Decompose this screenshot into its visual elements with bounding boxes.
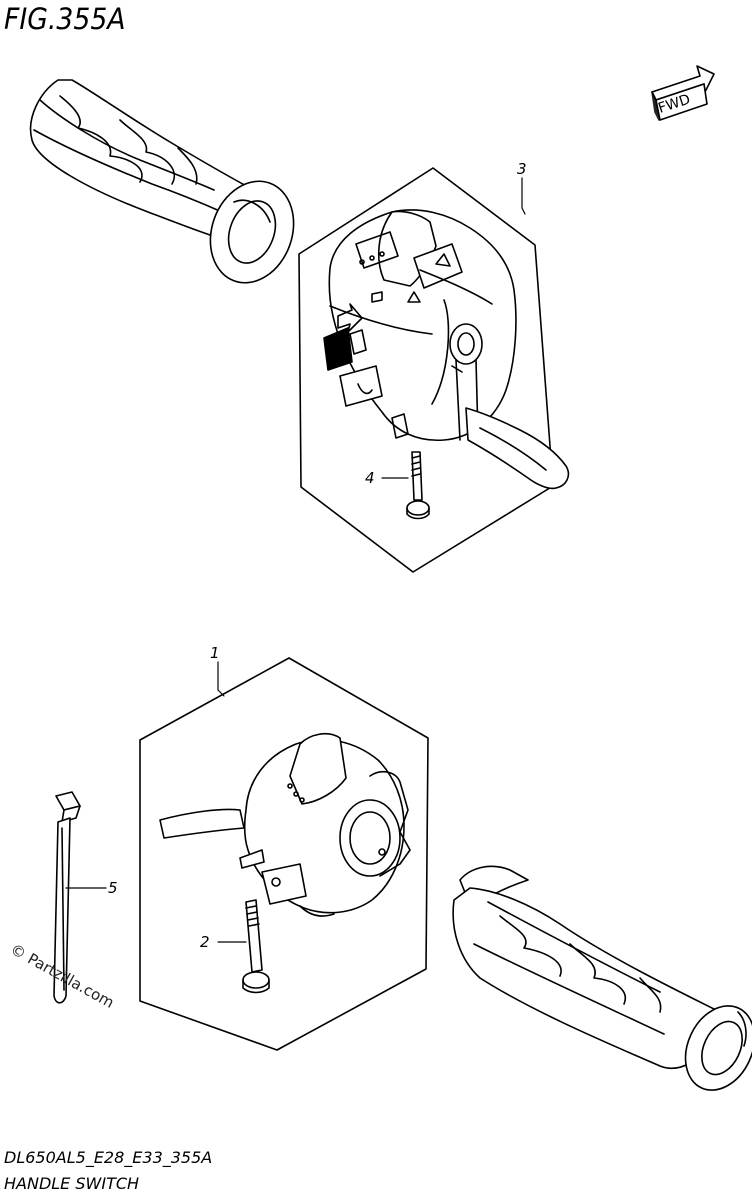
callout-5: 5 [108,879,118,897]
leader-lines [65,177,526,943]
model-code: DL650AL5_E28_E33_355A [4,1148,213,1167]
section-name: HANDLE SWITCH [4,1174,140,1193]
grip-lower-right [452,865,752,1091]
callout-3: 3 [517,160,527,178]
grip-upper-left [29,79,295,284]
cable-tie [53,791,81,1004]
handlebar-switch-right [159,732,411,917]
fwd-arrow-icon: FWD [651,65,715,121]
callout-4: 4 [365,469,375,487]
callout-1: 1 [210,644,220,662]
screw-lower [242,899,270,994]
callout-2: 2 [200,933,210,951]
screw-upper [406,451,430,520]
handlebar-switch-left [323,209,570,490]
assembly-frame-lower [139,657,429,1051]
figure-title: FIG.355A [4,2,126,36]
